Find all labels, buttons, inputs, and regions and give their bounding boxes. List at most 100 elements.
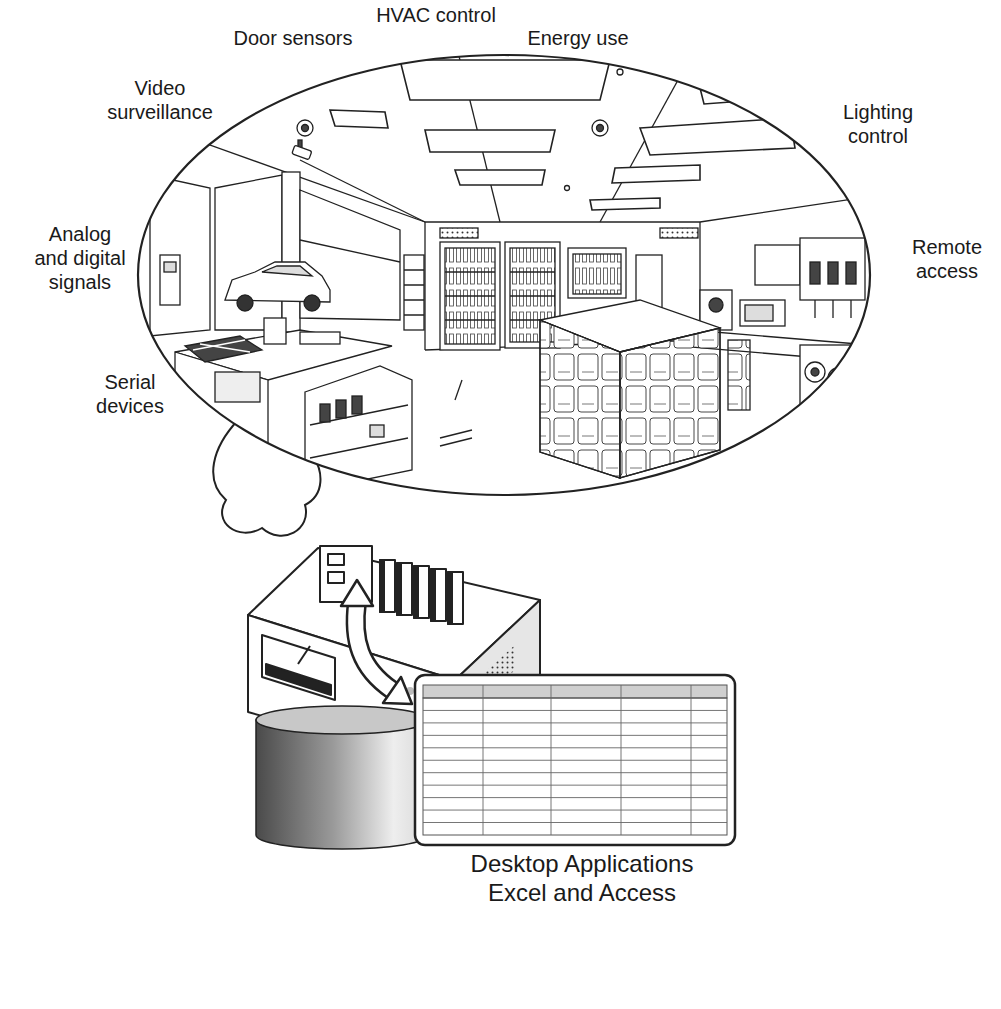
spreadsheet-grid <box>423 785 727 786</box>
store-interior <box>400 60 610 100</box>
spreadsheet-grid <box>423 735 727 736</box>
store-interior <box>237 295 253 311</box>
data-flow-arrow <box>341 580 412 704</box>
store-interior <box>292 145 312 160</box>
store-interior <box>440 242 500 350</box>
spreadsheet-grid <box>423 698 727 835</box>
controller-device <box>397 563 412 615</box>
spreadsheet-grid <box>423 797 727 798</box>
store-interior <box>814 300 815 318</box>
annotation-label: Video surveillance <box>95 76 225 124</box>
spreadsheet-grid <box>423 772 727 773</box>
controller-device <box>448 572 463 624</box>
store-interior <box>302 125 309 132</box>
spreadsheet-grid <box>423 760 727 761</box>
store-interior <box>193 340 245 350</box>
store-oval-border <box>138 55 870 495</box>
annotation-label: Serial devices <box>88 370 172 418</box>
store-interior <box>404 269 424 270</box>
store-interior <box>297 120 313 136</box>
store-interior <box>175 352 268 500</box>
store-interior <box>455 380 462 400</box>
store-interior <box>834 374 842 382</box>
store-interior <box>540 320 620 478</box>
store-interior <box>597 125 604 132</box>
store-interior <box>755 245 800 285</box>
store-oval-border <box>138 55 870 495</box>
spreadsheet-grid <box>551 685 552 835</box>
store-interior <box>620 328 720 478</box>
annotation-label: Remote access <box>905 235 989 283</box>
annotation-label: Lighting control <box>828 100 928 148</box>
store-interior <box>565 186 570 191</box>
controller-device <box>448 572 452 624</box>
store-interior <box>800 238 865 300</box>
store-interior <box>300 240 400 262</box>
store-interior <box>445 295 495 296</box>
store-interior <box>304 295 320 311</box>
spreadsheet-window <box>415 675 735 845</box>
store-interior <box>200 344 250 352</box>
annotation-label: Analog and digital signals <box>32 222 128 294</box>
store-interior <box>425 130 555 152</box>
store-interior <box>305 366 412 492</box>
store-interior <box>728 340 750 410</box>
store-interior <box>590 198 660 210</box>
spreadsheet-grid <box>423 822 727 823</box>
store-interior <box>297 69 623 191</box>
store-interior <box>215 372 260 402</box>
store-interior <box>282 172 300 332</box>
store-interior <box>592 120 608 136</box>
store-interior <box>300 332 340 344</box>
store-interior <box>445 319 495 320</box>
store-interior <box>425 221 700 222</box>
store-interior <box>620 328 720 478</box>
store-interior <box>320 404 330 422</box>
store-interior <box>612 165 700 183</box>
store-interior <box>800 345 870 425</box>
store-interior <box>846 262 856 284</box>
desktop-applications: Desktop Applications Excel and Access <box>255 672 740 914</box>
store-interior <box>440 430 472 438</box>
store-interior <box>740 300 785 326</box>
spreadsheet-grid <box>423 710 727 711</box>
controller-device <box>328 554 344 565</box>
store-interior <box>404 299 424 300</box>
store-interior <box>185 336 262 362</box>
store-interior <box>440 438 472 446</box>
store-interior <box>140 40 880 500</box>
store-interior <box>573 254 621 294</box>
store-interior <box>150 175 210 336</box>
controller-device <box>431 569 435 621</box>
store-interior <box>330 110 388 128</box>
controller-device <box>298 646 310 664</box>
data-flow-arrow <box>356 602 392 690</box>
controller-device <box>414 566 418 618</box>
controller-device <box>328 572 344 583</box>
controller-device <box>397 563 401 615</box>
database-cylinder <box>256 720 428 849</box>
annotation-label: HVAC control <box>376 3 496 27</box>
controller-device <box>380 560 395 612</box>
store-interior <box>215 175 282 330</box>
controller-device <box>266 664 331 695</box>
database-cylinder <box>256 706 428 849</box>
store-interior <box>745 305 773 321</box>
store-interior <box>440 228 478 238</box>
desktop-applications-icon <box>255 672 740 850</box>
store-interior <box>850 300 851 318</box>
store-interior <box>828 262 838 284</box>
store-interior <box>510 271 555 272</box>
spreadsheet-grid <box>423 722 727 723</box>
store-interior <box>404 314 424 315</box>
store-interior <box>709 298 723 312</box>
spreadsheet-grid <box>423 810 727 811</box>
data-flow-arrow <box>356 602 392 690</box>
store-interior <box>617 69 623 75</box>
store-interior <box>660 228 698 238</box>
controller-device <box>262 635 335 700</box>
spreadsheet-grid <box>483 685 484 835</box>
store-interior <box>811 368 819 376</box>
annotation-label: Door sensors <box>234 26 353 50</box>
